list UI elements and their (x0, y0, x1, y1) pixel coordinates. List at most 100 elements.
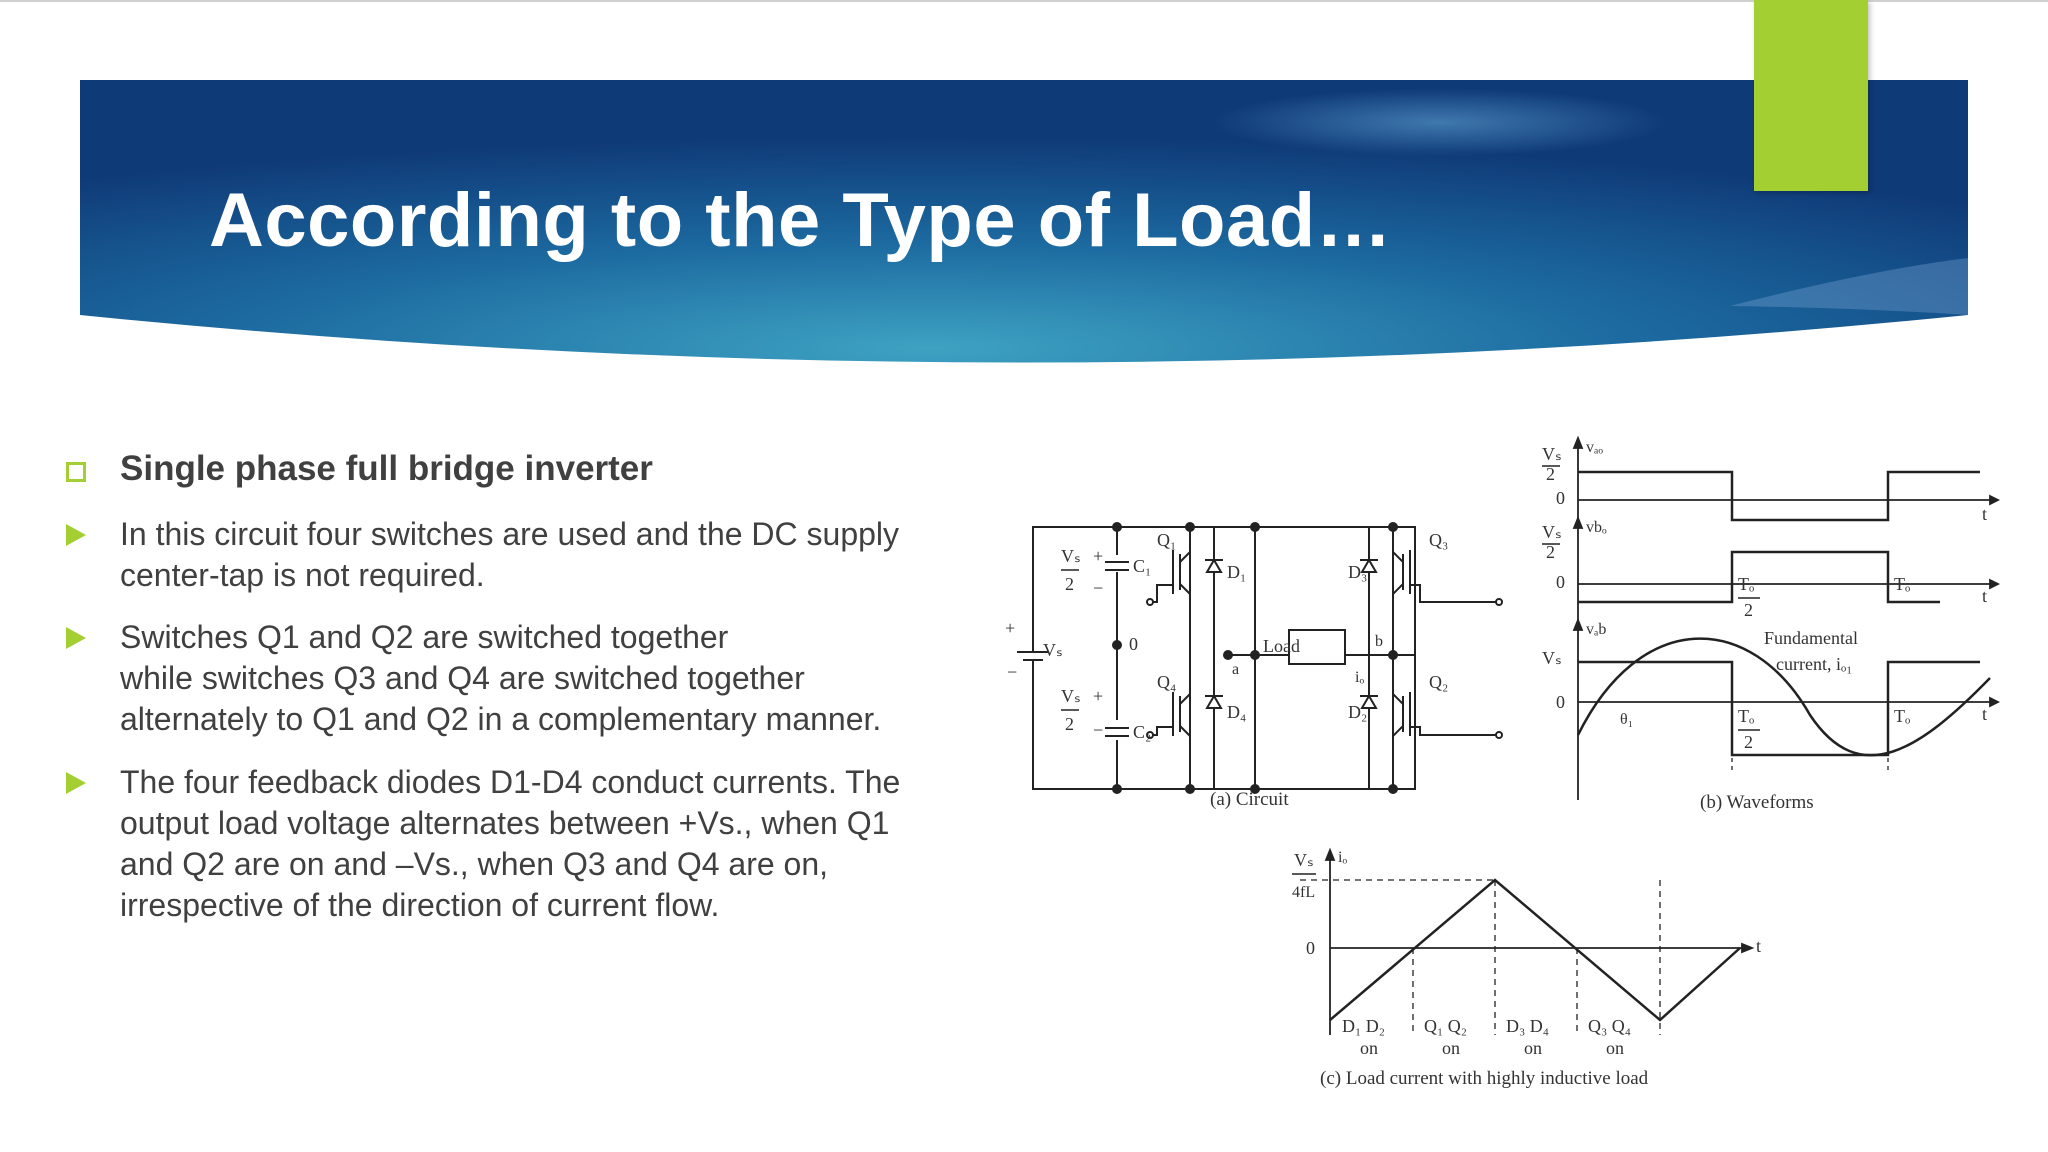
svg-text:+: + (1093, 546, 1103, 566)
vao-waveform (1578, 470, 1980, 522)
svg-text:a: a (1232, 661, 1239, 678)
svg-text:Q₃ Q₄: Q₃ Q₄ (1588, 1016, 1631, 1036)
load-current-diagram: Vₛ 4fL 0 iₒ t D₁ D₂ Q₁ Q₂ D₃ D₄ Q₃ Q₄ on… (1292, 847, 1761, 1089)
wave-guides (1731, 662, 1889, 772)
svg-text:−: − (1093, 578, 1103, 598)
svg-text:Tₒ: Tₒ (1738, 706, 1754, 726)
circuit-wires (1017, 522, 1416, 794)
slide-title: According to the Type of Load… (209, 178, 1393, 263)
triangle-bullet-icon (66, 627, 86, 649)
svg-text:Vₛ: Vₛ (1542, 648, 1562, 668)
svg-text:+: + (1093, 686, 1103, 706)
svg-text:2: 2 (1065, 574, 1074, 594)
svg-text:on: on (1606, 1038, 1624, 1058)
waveforms-diagram: Vₛ 2 0 vₐₒ Vₛ 2 0 vbₒ Vₛ 0 vₐb t t t Tₒ … (1542, 435, 2000, 813)
svg-text:on: on (1442, 1038, 1460, 1058)
svg-text:iₒ: iₒ (1355, 669, 1364, 686)
svg-text:Tₒ: Tₒ (1894, 706, 1910, 726)
svg-text:t: t (1982, 586, 1987, 606)
svg-text:on: on (1360, 1038, 1378, 1058)
fraction-bars (1542, 465, 1760, 731)
fraction-bars (1061, 569, 1079, 711)
vbo-waveform (1578, 550, 1940, 604)
square-bullet-icon (66, 462, 86, 482)
svg-text:D₁: D₁ (1227, 562, 1246, 582)
current-labels: Vₛ 4fL 0 iₒ t D₁ D₂ Q₁ Q₂ D₃ D₄ Q₃ Q₄ on… (1292, 849, 1761, 1089)
svg-text:Vₛ: Vₛ (1542, 522, 1562, 542)
current-axes (1324, 847, 1755, 1035)
svg-text:D₃ D₄: D₃ D₄ (1506, 1016, 1549, 1036)
title-banner (80, 80, 1968, 363)
switch-q1 (1146, 550, 1191, 606)
svg-text:Q₁ Q₂: Q₁ Q₂ (1424, 1016, 1467, 1036)
svg-text:iₒ: iₒ (1338, 849, 1347, 866)
svg-text:(a) Circuit: (a) Circuit (1210, 789, 1289, 810)
svg-text:2: 2 (1744, 600, 1753, 620)
svg-text:+: + (1005, 618, 1015, 638)
svg-text:Fundamental: Fundamental (1764, 628, 1858, 648)
svg-text:t: t (1982, 504, 1987, 524)
accent-bar (1754, 0, 1868, 191)
svg-text:Q₃: Q₃ (1429, 530, 1448, 550)
svg-text:0: 0 (1556, 692, 1565, 712)
triangle-bullet-icon (66, 524, 86, 546)
svg-text:t: t (1756, 936, 1761, 956)
svg-text:Q₄: Q₄ (1157, 672, 1176, 692)
svg-text:b: b (1375, 633, 1383, 650)
svg-text:D₂: D₂ (1348, 702, 1367, 722)
load-current-waveform (1329, 878, 1741, 1022)
svg-text:Tₒ: Tₒ (1738, 574, 1754, 594)
wave-axes (1572, 435, 2000, 800)
svg-text:current, iₒ₁: current, iₒ₁ (1776, 654, 1852, 674)
svg-text:(b) Waveforms: (b) Waveforms (1700, 792, 1814, 813)
svg-text:0: 0 (1556, 572, 1565, 592)
svg-text:Q₁: Q₁ (1157, 530, 1176, 550)
circuit-diagram: Q₁ Q₄ Q₃ Q₂ D₁ D₄ D₃ D₂ C₁ C₂ Vₛ 2 Vₛ 2 … (1005, 522, 1503, 810)
vab-waveform (1578, 660, 1980, 757)
switch-q3 (1392, 550, 1503, 606)
svg-text:−: − (1007, 662, 1017, 682)
svg-text:t: t (1982, 704, 1987, 724)
diodes (1205, 527, 1378, 789)
svg-text:Vₛ: Vₛ (1061, 686, 1081, 706)
svg-text:4fL: 4fL (1292, 884, 1315, 901)
svg-text:vₐₒ: vₐₒ (1586, 439, 1603, 456)
switch-q2 (1392, 692, 1503, 739)
svg-text:2: 2 (1065, 714, 1074, 734)
svg-text:2: 2 (1546, 464, 1555, 484)
svg-text:−: − (1093, 720, 1103, 740)
svg-text:Tₒ: Tₒ (1894, 574, 1910, 594)
svg-text:0: 0 (1556, 488, 1565, 508)
svg-text:Load: Load (1263, 636, 1300, 656)
bullet-text: The four feedback diodes D1-D4 conduct c… (120, 764, 901, 923)
svg-text:D₁ D₂: D₁ D₂ (1342, 1016, 1385, 1036)
svg-text:θ₁: θ₁ (1620, 711, 1633, 728)
svg-text:vₐb: vₐb (1586, 621, 1606, 638)
svg-text:vbₒ: vbₒ (1586, 519, 1607, 536)
svg-text:Vₛ: Vₛ (1542, 444, 1562, 464)
current-guides (1300, 879, 1661, 1035)
svg-text:Vₛ: Vₛ (1294, 850, 1314, 870)
svg-text:2: 2 (1546, 542, 1555, 562)
top-border (0, 0, 2048, 2)
svg-text:Vₛ: Vₛ (1043, 640, 1063, 660)
fundamental-current (1576, 637, 1991, 757)
svg-text:C₂: C₂ (1133, 722, 1151, 742)
circuit-labels: Q₁ Q₄ Q₃ Q₂ D₁ D₄ D₃ D₂ C₁ C₂ Vₛ 2 Vₛ 2 … (1005, 530, 1448, 810)
bullet-text: Switches Q1 and Q2 are switched together… (120, 619, 882, 737)
svg-text:0: 0 (1306, 938, 1315, 958)
wave-labels: Vₛ 2 0 vₐₒ Vₛ 2 0 vbₒ Vₛ 0 vₐb t t t Tₒ … (1542, 439, 1987, 813)
svg-text:D₃: D₃ (1348, 562, 1367, 582)
svg-text:on: on (1524, 1038, 1542, 1058)
svg-text:D₄: D₄ (1227, 702, 1246, 722)
svg-text:Vₛ: Vₛ (1061, 546, 1081, 566)
bullet-text: In this circuit four switches are used a… (120, 516, 900, 593)
switch-q4 (1146, 692, 1191, 739)
svg-text:(c) Load current with highly i: (c) Load current with highly inductive l… (1320, 1068, 1649, 1089)
svg-text:C₁: C₁ (1133, 556, 1151, 576)
svg-text:Q₂: Q₂ (1429, 672, 1448, 692)
svg-text:2: 2 (1744, 732, 1753, 752)
triangle-bullet-icon (66, 772, 86, 794)
heading-text: Single phase full bridge inverter (120, 449, 653, 488)
